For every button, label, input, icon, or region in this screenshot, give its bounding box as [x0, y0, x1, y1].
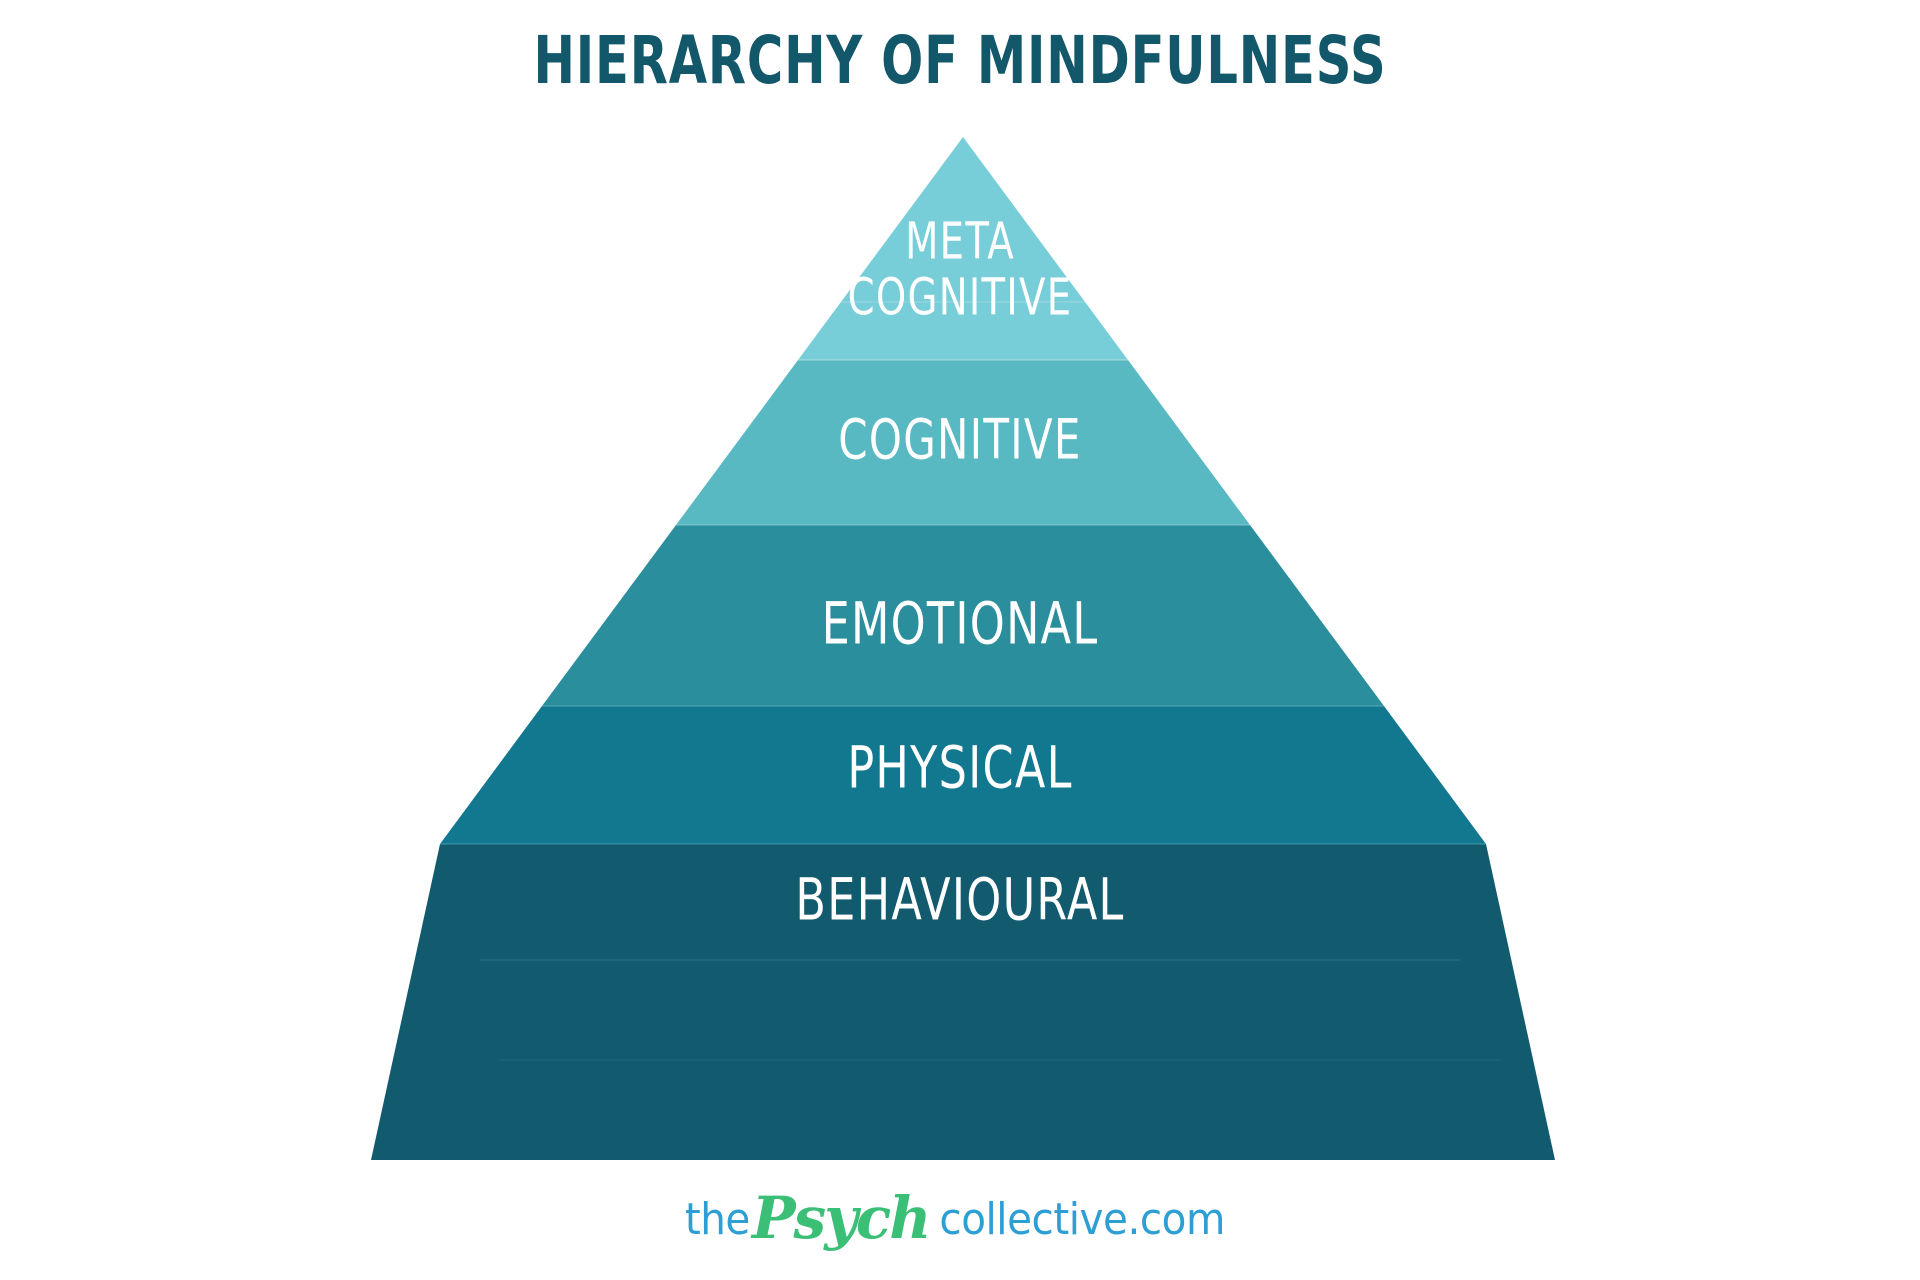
pyramid-level-emotional[interactable] — [542, 525, 1384, 706]
pyramid-level-meta-cognitive[interactable] — [798, 137, 1128, 360]
logo-word-psych: Psych — [751, 1184, 931, 1252]
page-title: HIERARCHY OF MINDFULNESS — [533, 21, 1387, 100]
pyramid-level-behavioural[interactable] — [371, 844, 1555, 1160]
pyramid-level-physical[interactable] — [440, 706, 1486, 844]
logo-word-the: the — [685, 1194, 751, 1245]
logo-word-collective: collective.com — [939, 1194, 1226, 1245]
pyramid-level-cognitive[interactable] — [676, 360, 1250, 525]
